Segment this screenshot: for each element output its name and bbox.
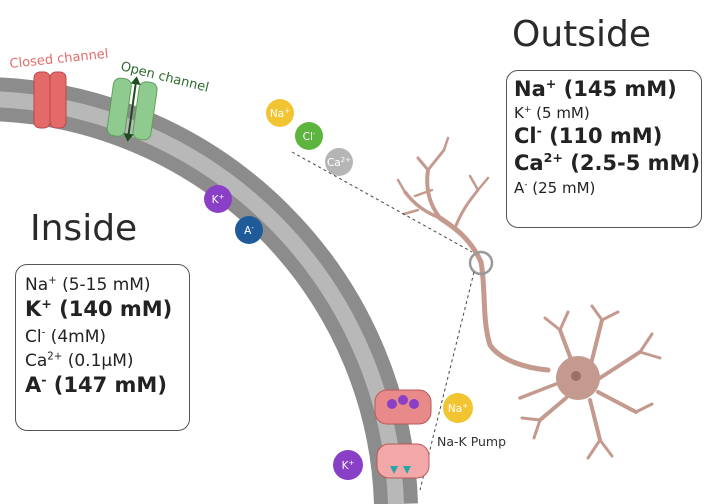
ion-cl-out-icon: Cl- bbox=[295, 122, 323, 150]
ion-concentration: (5 mM) bbox=[531, 104, 590, 123]
ion-symbol: A bbox=[25, 373, 42, 398]
zoom-line-top bbox=[291, 151, 473, 253]
ion-charge: - bbox=[41, 372, 47, 388]
closed-channel-label: Closed channel bbox=[9, 47, 109, 72]
ion-concentration: (145 mM) bbox=[556, 77, 677, 101]
ion-symbol: Cl bbox=[25, 326, 42, 347]
ion-concentration: (2.5-5 mM) bbox=[562, 151, 701, 176]
outside-concentration-box: Na+ (145 mM)K+ (5 mM)Cl- (110 mM)Ca2+ (2… bbox=[506, 70, 702, 228]
outside-row-cl: Cl- (110 mM) bbox=[514, 124, 701, 149]
ion-concentration: (0.1μM) bbox=[62, 350, 134, 371]
ion-na-pump-icon: Na+ bbox=[443, 393, 473, 423]
ion-concentration: (25 mM) bbox=[527, 178, 596, 197]
open-channel-icon bbox=[106, 76, 158, 142]
outside-row-a: A- (25 mM) bbox=[514, 179, 701, 197]
outside-row-na: Na+ (145 mM) bbox=[514, 77, 701, 102]
zoom-circle-icon bbox=[468, 250, 494, 276]
pump-label: Na-K Pump bbox=[437, 434, 506, 449]
ion-ca-out-icon: Ca2+ bbox=[325, 148, 353, 176]
outside-title: Outside bbox=[512, 14, 652, 55]
ion-label: Ca2+ bbox=[327, 156, 351, 169]
ion-symbol: Ca bbox=[25, 350, 48, 371]
ion-symbol: Na bbox=[514, 77, 546, 101]
ion-label: Cl- bbox=[303, 130, 316, 143]
ion-symbol: Ca bbox=[514, 151, 544, 176]
ion-charge: - bbox=[536, 123, 542, 139]
ion-label: Na+ bbox=[270, 107, 290, 120]
ion-symbol: K bbox=[25, 297, 42, 322]
ion-label: A- bbox=[244, 224, 254, 237]
ion-charge: + bbox=[523, 105, 532, 116]
ion-k-in-icon: K+ bbox=[204, 185, 232, 213]
ion-charge: 2+ bbox=[543, 150, 563, 166]
ion-layer: Na+ Cl- Ca2+ K+ A- Na+ K+ bbox=[204, 99, 473, 480]
open-channel-label: Open channel bbox=[119, 59, 210, 95]
inside-concentration-box: Na+ (5-15 mM)K+ (140 mM)Cl- (4mM)Ca2+ (0… bbox=[15, 264, 190, 431]
closed-channel-icon bbox=[33, 71, 67, 129]
inside-row-a: A- (147 mM) bbox=[25, 373, 189, 398]
inside-title: Inside bbox=[30, 208, 138, 249]
ion-charge: + bbox=[545, 76, 557, 91]
inside-row-na: Na+ (5-15 mM) bbox=[25, 275, 189, 295]
ion-symbol: Na bbox=[25, 275, 49, 295]
inside-row-cl: Cl- (4mM) bbox=[25, 327, 189, 347]
ion-charge: - bbox=[524, 179, 528, 190]
ion-symbol: A bbox=[514, 178, 525, 197]
ion-a-in-icon: A- bbox=[235, 216, 263, 244]
ion-concentration: (5-15 mM) bbox=[56, 275, 151, 295]
neuron-icon bbox=[396, 136, 662, 460]
ion-label: Na+ bbox=[448, 402, 468, 415]
ion-concentration: (140 mM) bbox=[51, 297, 173, 322]
inside-row-ca: Ca2+ (0.1μM) bbox=[25, 351, 189, 371]
ion-concentration: (110 mM) bbox=[541, 124, 663, 149]
ion-charge: 2+ bbox=[47, 351, 63, 363]
na-k-pump-icon bbox=[374, 389, 432, 479]
ion-na-out-icon: Na+ bbox=[266, 99, 294, 127]
ion-label: K+ bbox=[212, 193, 225, 206]
outside-row-ca: Ca2+ (2.5-5 mM) bbox=[514, 151, 701, 176]
ion-concentration: (4mM) bbox=[45, 326, 106, 347]
ion-symbol: K bbox=[514, 104, 524, 123]
ion-label: K+ bbox=[342, 459, 355, 472]
ion-charge: - bbox=[41, 326, 46, 338]
ion-charge: + bbox=[41, 296, 52, 312]
ion-charge: + bbox=[48, 275, 57, 287]
ion-k-pump-icon: K+ bbox=[333, 450, 363, 480]
ion-concentration: (147 mM) bbox=[46, 373, 167, 398]
neuron-nucleus bbox=[571, 371, 581, 381]
inside-row-k: K+ (140 mM) bbox=[25, 297, 189, 322]
ion-symbol: Cl bbox=[514, 124, 537, 149]
outside-row-k: K+ (5 mM) bbox=[514, 104, 701, 122]
